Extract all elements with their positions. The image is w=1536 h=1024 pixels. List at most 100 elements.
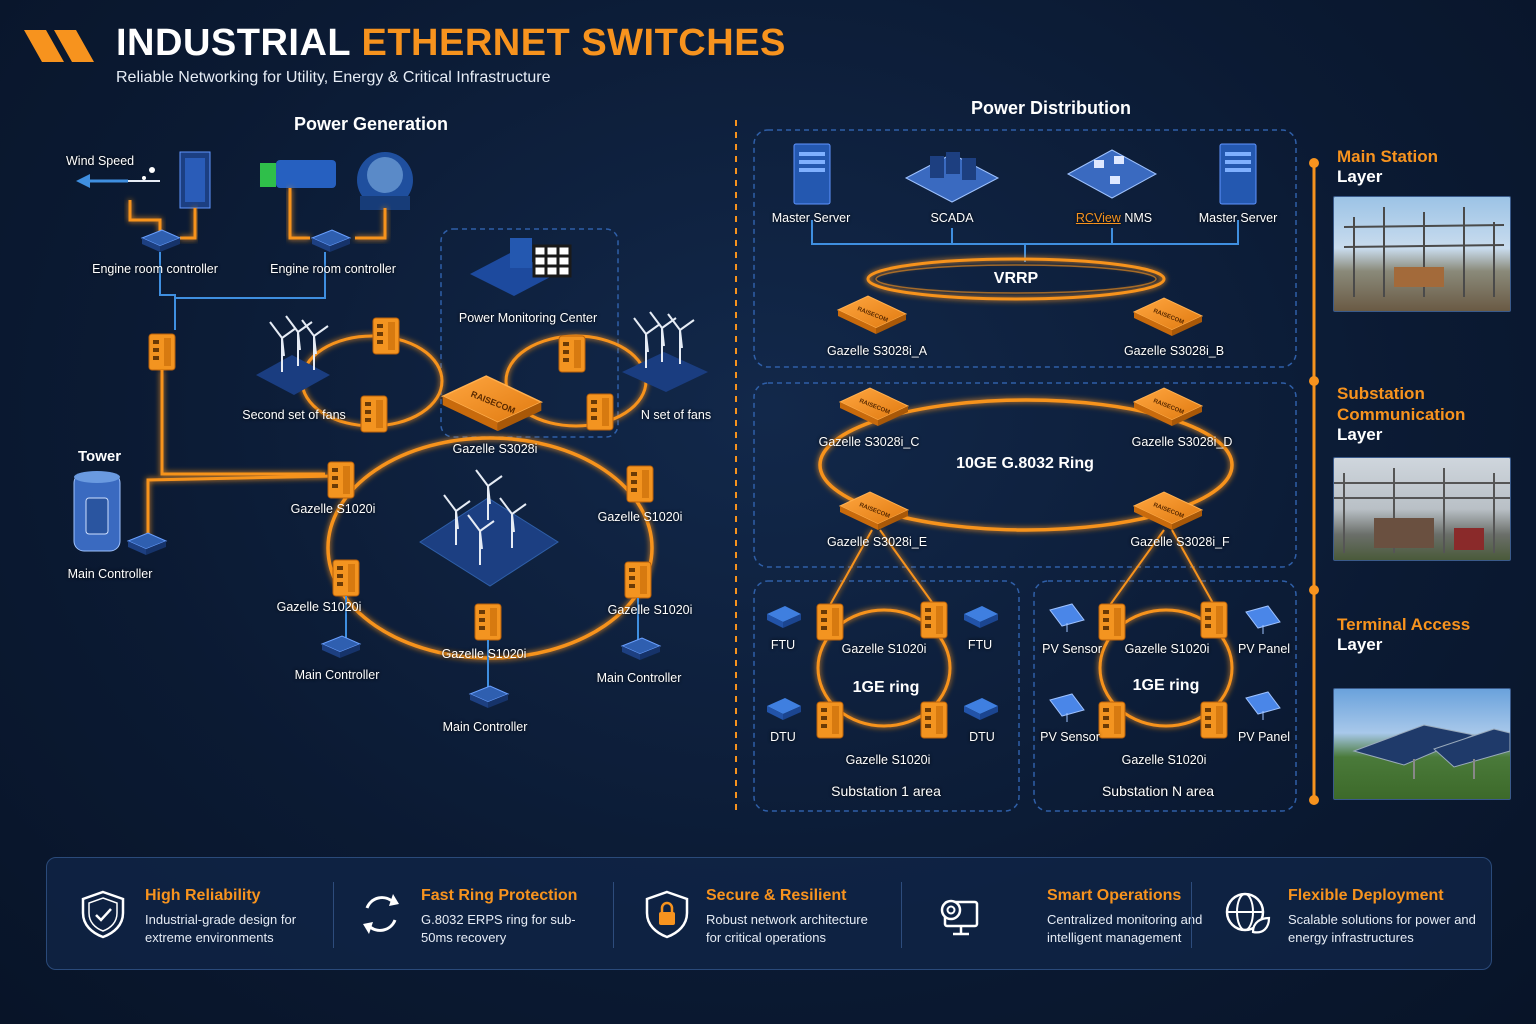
- access-switch-label: Gazelle S1020i: [1121, 753, 1207, 767]
- main-station-photo: [1333, 196, 1511, 312]
- brand-logo-icon: [24, 30, 94, 62]
- ring-switch-label: Gazelle S1020i: [441, 647, 527, 661]
- master-server-label: Master Server: [771, 211, 851, 225]
- pv-sensor-label: PV Sensor: [1040, 730, 1100, 744]
- ftu-label: FTU: [967, 638, 993, 652]
- engine-room-controller-label: Engine room controller: [92, 262, 218, 276]
- core-switch-label: Gazelle S3028i: [452, 442, 538, 456]
- engine-room-controller-icon: [311, 229, 351, 253]
- control-cabinet-icon: [179, 151, 211, 209]
- layer-main-station: Main Station Layer: [1337, 147, 1439, 186]
- switch-icon: [148, 333, 176, 371]
- feature-smart-operations: Smart Operations Centralized monitoring …: [903, 858, 1202, 969]
- switch-icon: [558, 335, 586, 373]
- feature-separator: [333, 882, 334, 948]
- shield-lock-icon: [645, 890, 689, 939]
- switch-icon: [327, 461, 355, 499]
- switch-icon: [816, 603, 844, 641]
- switch-b-icon: [1133, 297, 1203, 337]
- substation-1-label: Substation 1 area: [831, 783, 941, 799]
- pv-panel-label: PV Panel: [1237, 642, 1291, 656]
- main-controller-label: Main Controller: [442, 720, 528, 734]
- wind-farm-icon: [622, 311, 708, 392]
- gear-monitor-icon: [940, 899, 979, 936]
- feature-flexible-deployment: Flexible Deployment Scalable solutions f…: [1193, 858, 1489, 969]
- wind-farm-icon: [256, 315, 330, 395]
- feature-high-reliability: High Reliability Industrial-grade design…: [47, 858, 335, 969]
- power-monitoring-center-label: Power Monitoring Center: [458, 311, 598, 325]
- power-distribution-title: Power Distribution: [971, 98, 1132, 118]
- feature-separator: [901, 882, 902, 948]
- scada-icon: [904, 152, 1000, 203]
- ring-1ge-label: 1GE ring: [1132, 677, 1200, 694]
- wind-speed-label: Wind Speed: [66, 154, 135, 168]
- switch-icon: [816, 701, 844, 739]
- switch-e-label: Gazelle S3028i_E: [826, 535, 928, 549]
- ftu-device-icon: [767, 606, 801, 628]
- switch-icon: [474, 603, 502, 641]
- wind-speed-sensor-icon: [76, 167, 160, 188]
- switch-d-icon: [1133, 387, 1203, 427]
- switch-f-label: Gazelle S3028i_F: [1130, 535, 1230, 549]
- main-controller-icon: [469, 685, 509, 709]
- ring-switch-label: Gazelle S1020i: [607, 603, 693, 617]
- pv-panel-label: PV Panel: [1237, 730, 1291, 744]
- page-title: INDUSTRIAL ETHERNET SWITCHES: [116, 22, 786, 64]
- main-controller-icon: [127, 532, 167, 556]
- ftu-device-icon: [964, 606, 998, 628]
- power-generation-title: Power Generation: [294, 114, 449, 134]
- second-set-of-fans-label: Second set of fans: [242, 408, 346, 422]
- engine-room-controller-icon: [141, 229, 181, 253]
- switch-icon: [372, 317, 400, 355]
- features-bar: High Reliability Industrial-grade design…: [46, 857, 1492, 970]
- switch-icon: [360, 395, 388, 433]
- ring-10ge-label: 10GE G.8032 Ring: [956, 455, 1094, 472]
- switch-icon: [1098, 701, 1126, 739]
- access-switch-label: Gazelle S1020i: [845, 753, 931, 767]
- substation-n-label: Substation N area: [1101, 783, 1215, 799]
- monitoring-center-icon: [470, 238, 572, 296]
- switch-a-icon: [837, 295, 907, 335]
- scada-label: SCADA: [930, 211, 974, 225]
- nms-icon: [1066, 149, 1158, 199]
- rcview-nms-label: RCView NMS: [1075, 211, 1153, 225]
- dtu-label: DTU: [770, 730, 796, 744]
- pv-sensor-icon: [1049, 693, 1085, 723]
- access-switch-label: Gazelle S1020i: [1124, 642, 1210, 656]
- globe-leaf-icon: [1225, 892, 1271, 934]
- switch-icon: [586, 393, 614, 431]
- feature-separator: [613, 882, 614, 948]
- substation-photo: [1333, 457, 1511, 561]
- feature-secure-resilient: Secure & Resilient Robust network archit…: [613, 858, 901, 969]
- ring-1ge-label: 1GE ring: [852, 679, 920, 696]
- pv-sensor-label: PV Sensor: [1042, 642, 1102, 656]
- layer-substation: Substation Communication Layer: [1337, 384, 1466, 444]
- switch-icon: [626, 465, 654, 503]
- switch-icon: [332, 559, 360, 597]
- pv-sensor-icon: [1049, 603, 1085, 633]
- pv-panel-icon: [1245, 691, 1281, 721]
- main-controller-icon: [621, 637, 661, 661]
- main-controller-label: Main Controller: [67, 567, 153, 581]
- n-set-of-fans-label: N set of fans: [640, 408, 712, 422]
- shield-check-icon: [81, 890, 125, 939]
- switch-icon: [1200, 701, 1228, 739]
- refresh-cycle-icon: [363, 894, 399, 934]
- ring-switch-label: Gazelle S1020i: [290, 502, 376, 516]
- switch-icon: [1098, 603, 1126, 641]
- dtu-label: DTU: [969, 730, 995, 744]
- ring-switch-label: Gazelle S1020i: [597, 510, 683, 524]
- switch-icon: [920, 601, 948, 639]
- access-switch-label: Gazelle S1020i: [841, 642, 927, 656]
- master-server-icon: [793, 143, 831, 205]
- ring-switch-label: Gazelle S1020i: [276, 600, 362, 614]
- tower-battery-icon: [73, 471, 121, 552]
- page-subtitle: Reliable Networking for Utility, Energy …: [116, 69, 551, 86]
- switch-d-label: Gazelle S3028i_D: [1131, 435, 1233, 449]
- layer-terminal: Terminal Access Layer: [1337, 615, 1471, 654]
- switch-b-label: Gazelle S3028i_B: [1123, 344, 1225, 358]
- wind-farm-center-icon: [419, 469, 559, 587]
- main-controller-icon: [321, 635, 361, 659]
- main-controller-label: Main Controller: [596, 671, 682, 685]
